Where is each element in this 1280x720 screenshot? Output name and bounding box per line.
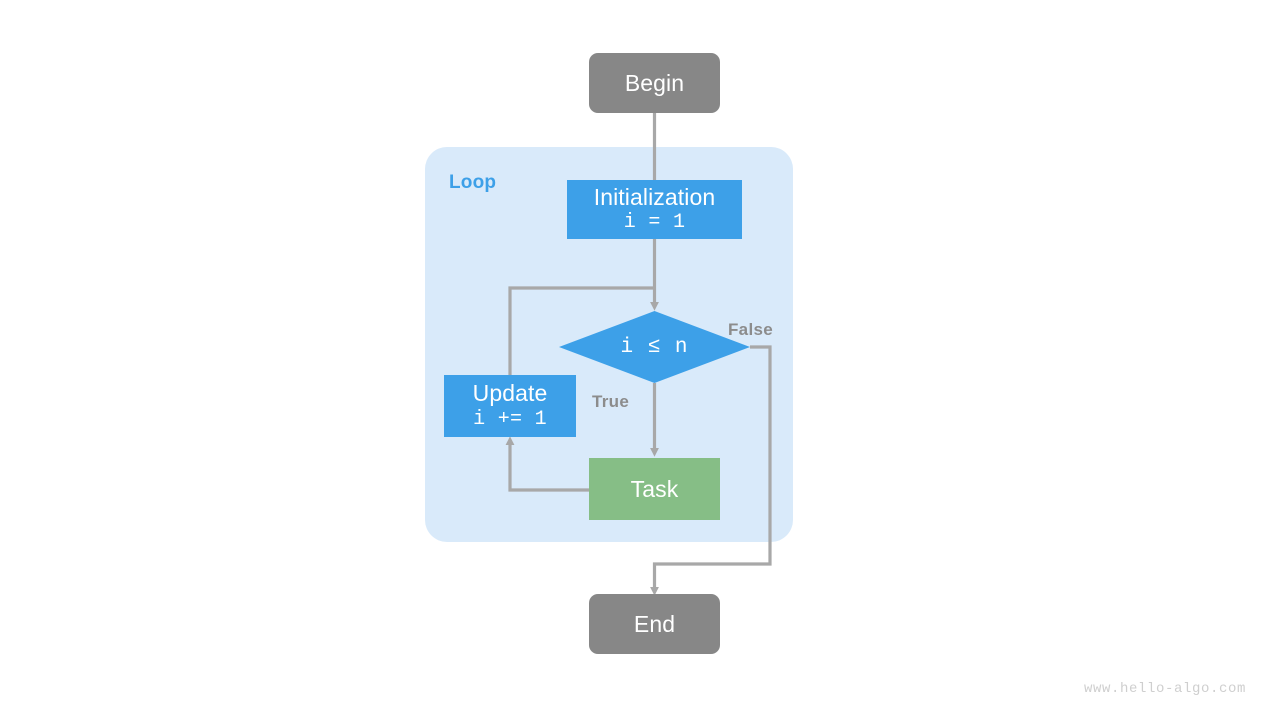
node-initialization[interactable]: Initialization i = 1	[567, 180, 742, 239]
node-initialization-expression: i = 1	[623, 211, 686, 235]
node-begin[interactable]: Begin	[589, 53, 720, 113]
node-task[interactable]: Task	[589, 458, 720, 520]
node-update-label: Update	[472, 380, 548, 407]
loop-container-title: Loop	[449, 172, 497, 193]
node-task-label: Task	[630, 475, 679, 502]
node-begin-label: Begin	[624, 69, 685, 96]
edge-label-true: True	[592, 392, 630, 411]
watermark: www.hello-algo.com	[1083, 681, 1246, 697]
node-end-label: End	[633, 610, 676, 637]
diamond-shape	[559, 311, 750, 383]
edge-label-false: False	[728, 320, 773, 339]
node-condition[interactable]: i ≤ n	[559, 311, 750, 383]
node-condition-label: i ≤ n	[620, 335, 689, 359]
node-update[interactable]: Update i += 1	[444, 375, 576, 437]
node-update-expression: i += 1	[473, 407, 547, 431]
node-initialization-label: Initialization	[593, 183, 716, 210]
node-end[interactable]: End	[589, 594, 720, 654]
